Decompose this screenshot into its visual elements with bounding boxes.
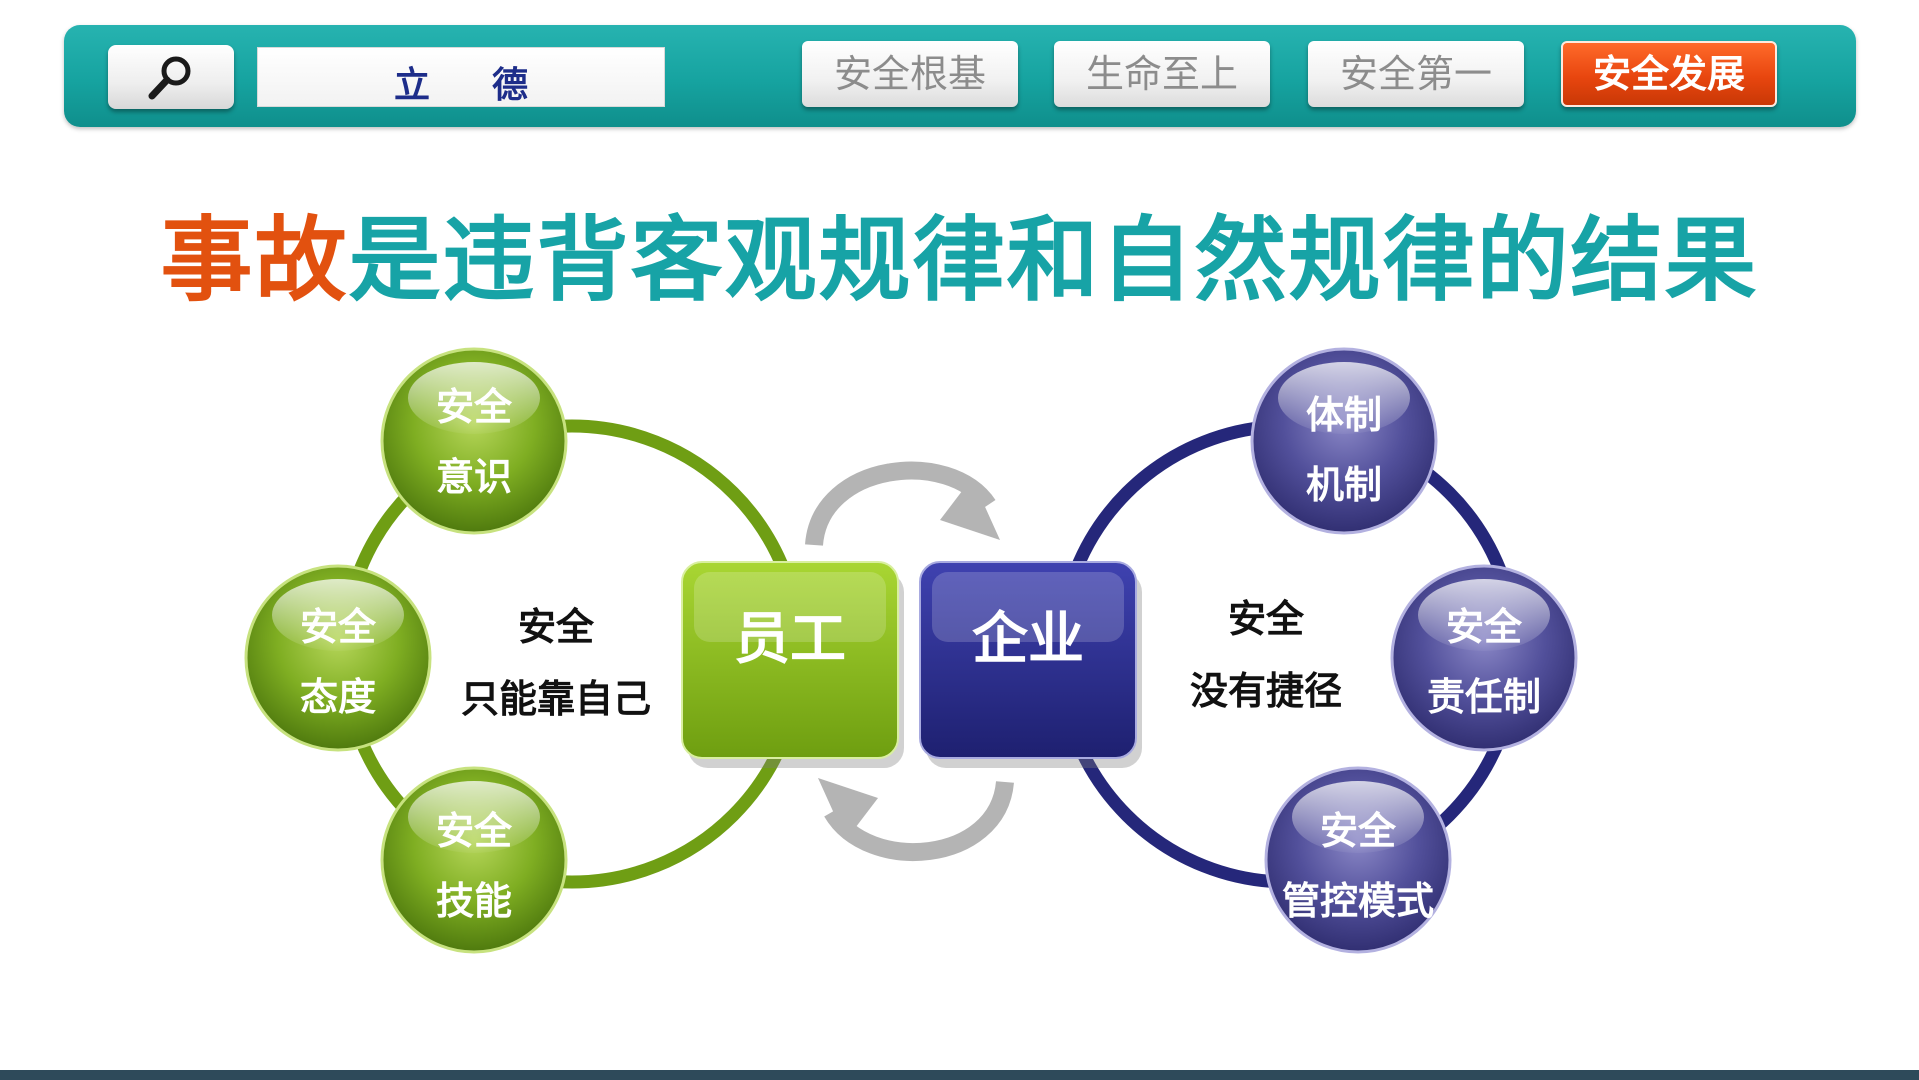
nav-button-safety-development[interactable]: 安全发展 [1561,41,1777,107]
search-button[interactable] [108,45,234,109]
enterprise-node-system: 体制 机制 [1250,347,1438,535]
enterprise-node-control-mode: 安全 管控模式 [1264,766,1452,954]
employee-node-attitude: 安全 态度 [244,564,432,752]
headline: 事故是违背客观规律和自然规律的结果 [0,186,1919,319]
employee-node-awareness-line-1: 安全 [436,385,513,429]
employee-node-awareness: 安全 意识 [380,347,568,535]
nav-button-safety-first[interactable]: 安全第一 [1308,41,1524,107]
employee-label: 员工 [734,607,846,672]
magnifier-icon [148,56,191,100]
cycle-arrow-bottom-head [818,778,878,840]
search-input[interactable]: 立德 [257,47,665,107]
enterprise-label: 企业 [972,607,1084,672]
nav-button-safety-foundation[interactable]: 安全根基 [802,41,1018,107]
employee-node-skills: 安全 技能 [380,766,568,954]
enterprise-node-system-line-1: 体制 [1306,393,1382,437]
enterprise-node-responsibility-line-2: 责任制 [1427,675,1541,719]
enterprise-node-responsibility-line-1: 安全 [1446,605,1523,649]
cycle-arrow-top-head [940,478,1000,540]
employee-center-line-1: 安全 [518,605,595,649]
employee-node-attitude-line-2: 态度 [300,675,376,719]
employee-node-awareness-line-2: 意识 [436,455,512,499]
search-input-value: 立德 [393,64,590,106]
enterprise-center-line-1: 安全 [1228,597,1305,641]
enterprise-node-control-mode-line-2: 管控模式 [1282,879,1434,923]
enterprise-node-responsibility: 安全 责任制 [1390,564,1578,752]
top-toolbar: 立德 安全根基 生命至上 安全第一 安全发展 [64,25,1856,127]
enterprise-center-line-2: 没有捷径 [1190,669,1342,713]
employee-node-skills-line-2: 技能 [436,879,512,923]
headline-highlight: 事故 [160,207,349,314]
bottom-bar [0,1070,1919,1080]
employee-node-skills-line-1: 安全 [436,809,513,853]
enterprise-box: 企业 [919,561,1142,768]
enterprise-node-control-mode-line-1: 安全 [1320,809,1397,853]
nav-button-life-first[interactable]: 生命至上 [1054,41,1270,107]
employee-box: 员工 [681,561,904,768]
headline-rest: 是违背客观规律和自然规律的结果 [348,207,1759,314]
employee-node-attitude-line-1: 安全 [300,605,377,649]
enterprise-node-system-line-2: 机制 [1306,463,1382,507]
employee-center-line-2: 只能靠自己 [461,677,651,721]
